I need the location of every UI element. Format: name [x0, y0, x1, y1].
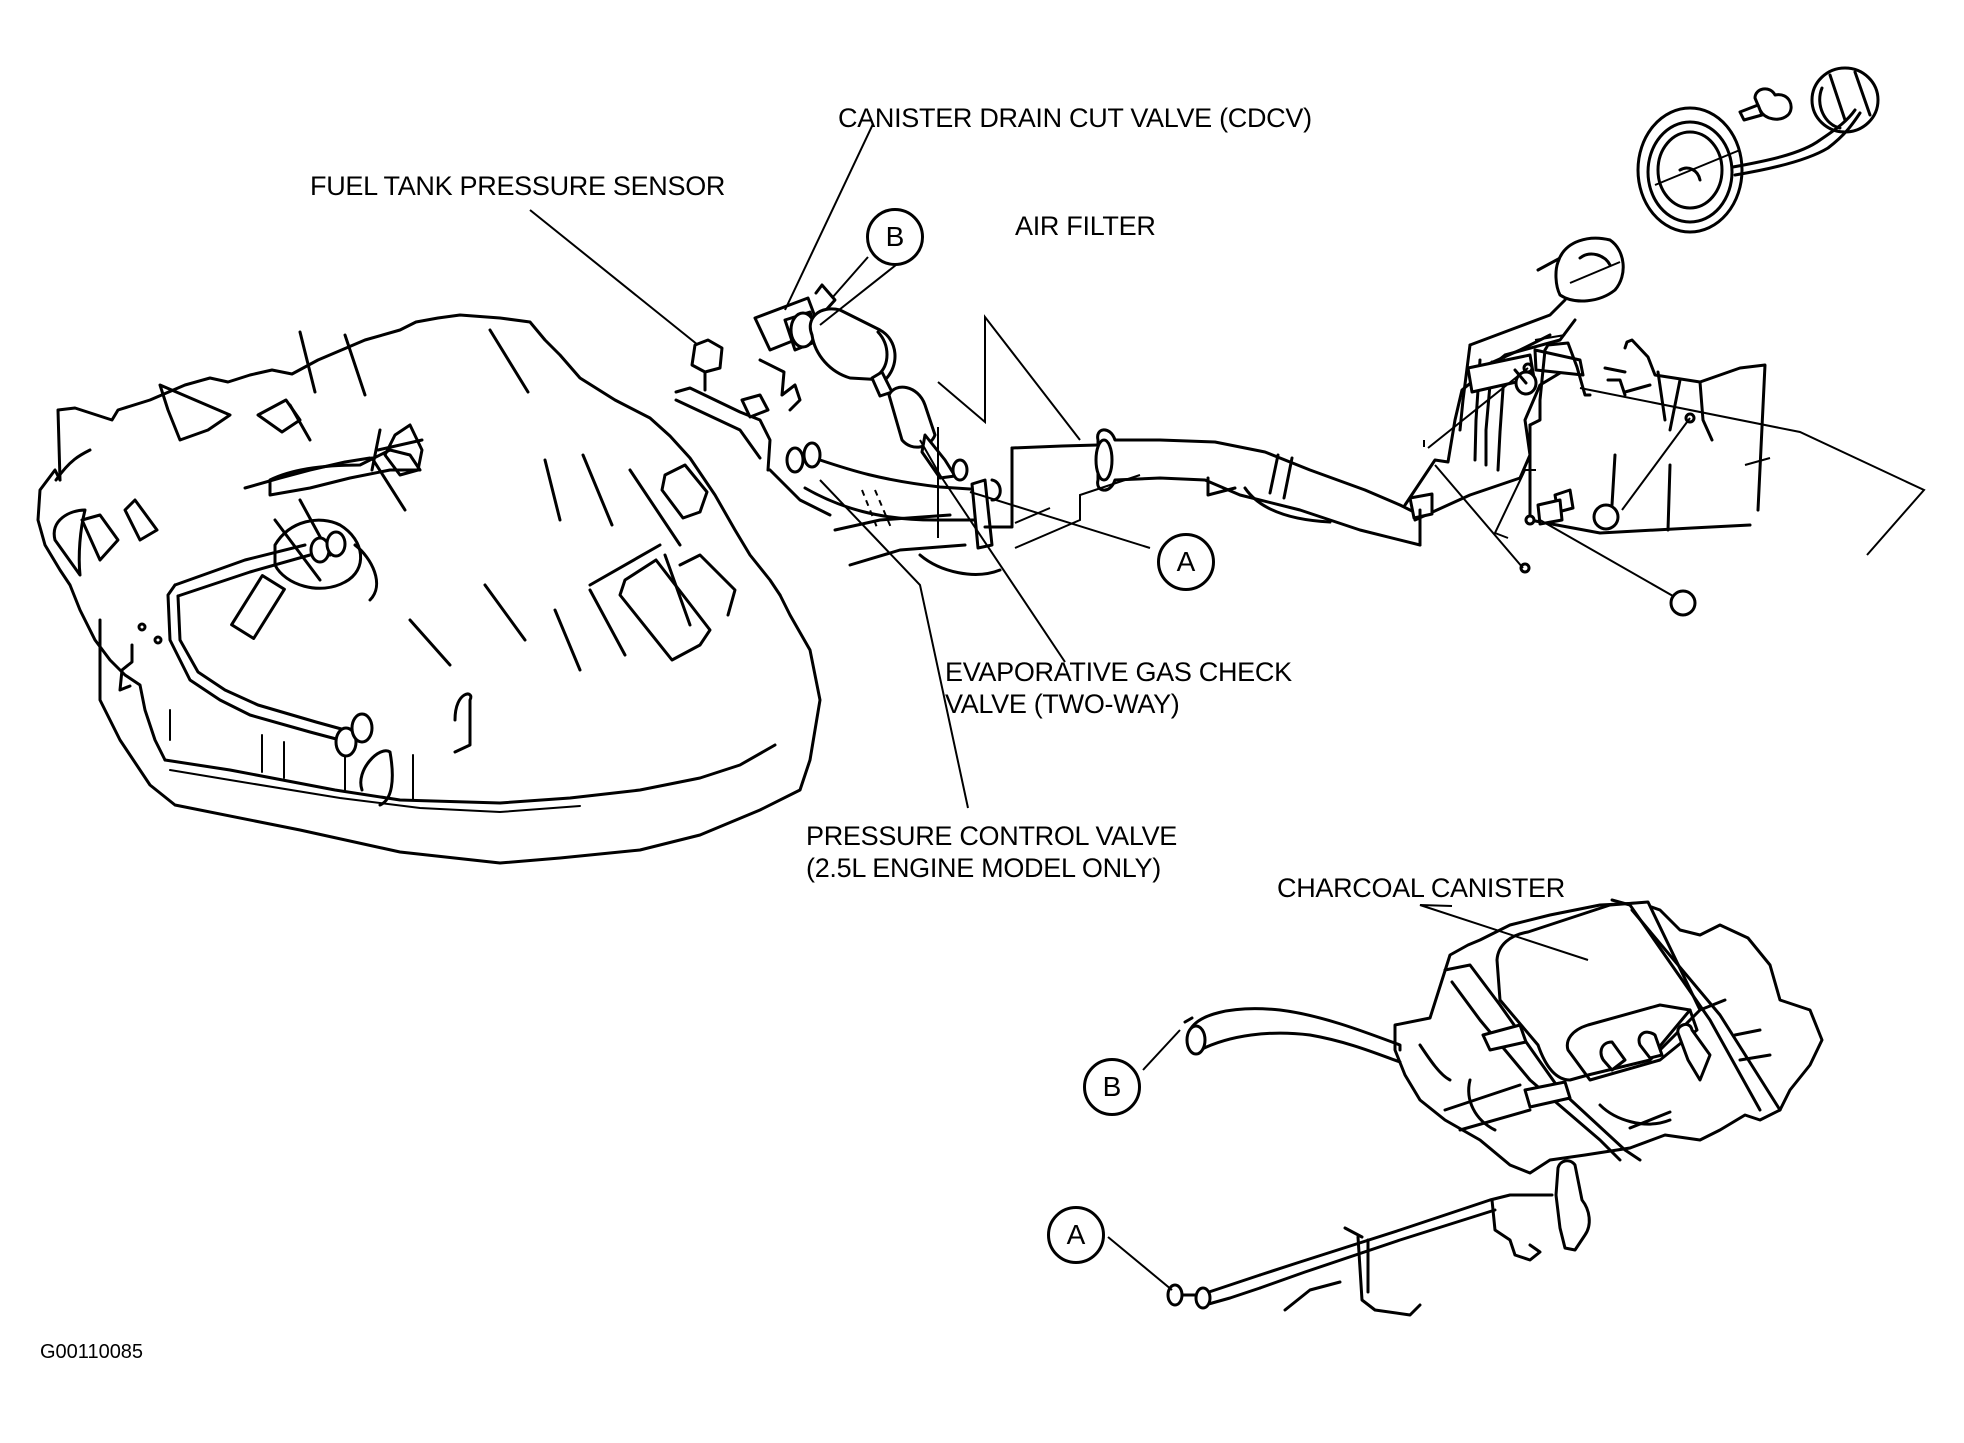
label-evap-check-valve-line2: VALVE (TWO-WAY)	[945, 689, 1180, 719]
label-evap-check-valve-line1: EVAPORATIVE GAS CHECK	[945, 657, 1292, 687]
canister-ports	[1599, 1022, 1712, 1082]
leader-lines	[529, 123, 1589, 1291]
fuel-cap	[1636, 66, 1880, 234]
pressure-control-valve	[768, 441, 832, 517]
callout-b-bottom: B	[1083, 1058, 1141, 1116]
line-bracket	[230, 574, 286, 640]
label-charcoal-canister: CHARCOAL CANISTER	[1277, 873, 1565, 903]
callout-b-top: B	[866, 208, 924, 266]
filler-neck-protector	[1528, 338, 1771, 535]
connecting-hoses	[803, 314, 1422, 576]
callout-a-bottom: A	[1047, 1206, 1105, 1264]
label-evap-check-valve: EVAPORATIVE GAS CHECK VALVE (TWO-WAY)	[945, 656, 1292, 720]
callout-a-top: A	[1157, 533, 1215, 591]
evaporative-gas-check-valve	[887, 385, 969, 482]
label-air-filter: AIR FILTER	[1015, 211, 1156, 241]
air-filter	[808, 307, 897, 398]
charcoal-canister	[1166, 898, 1824, 1317]
label-pressure-control-valve: PRESSURE CONTROL VALVE (2.5L ENGINE MODE…	[806, 820, 1177, 884]
label-cdcv: CANISTER DRAIN CUT VALVE (CDCV)	[838, 103, 1312, 133]
fuel-tank-pressure-sensor	[690, 338, 724, 392]
fuel-tank	[36, 313, 822, 865]
mounting-bolts	[1418, 334, 1926, 617]
valve-base-plate	[674, 358, 802, 472]
label-pressure-control-valve-line1: PRESSURE CONTROL VALVE	[806, 821, 1177, 851]
label-fuel-tank-pressure-sensor: FUEL TANK PRESSURE SENSOR	[310, 171, 726, 201]
label-pressure-control-valve-line2: (2.5L ENGINE MODEL ONLY)	[806, 853, 1161, 883]
figure-id: G00110085	[40, 1341, 144, 1363]
